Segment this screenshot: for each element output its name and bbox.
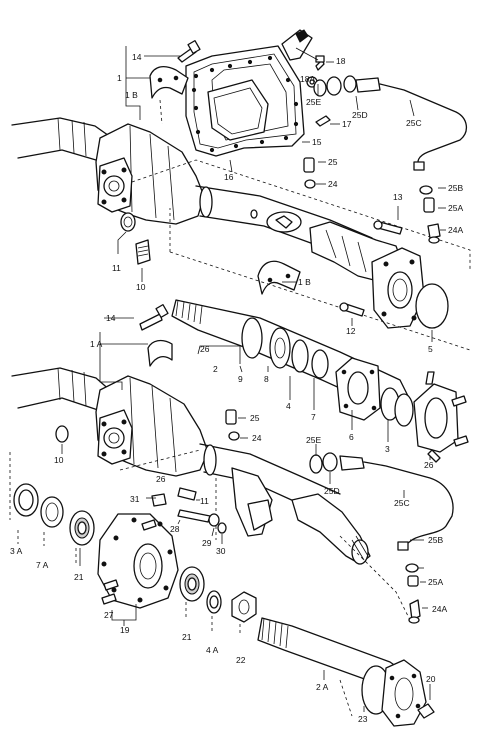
callout-25b-top: 25B: [448, 183, 463, 193]
callout-26-right: 26: [424, 460, 434, 470]
upper-axle-assembly: [11, 117, 471, 351]
callout-16: 16: [224, 172, 234, 182]
callout-10-lower: 10: [54, 455, 64, 465]
callout-5: 5: [428, 344, 433, 354]
callout-1b-mid: 1 B: [298, 277, 311, 287]
callout-26-lower: 26: [156, 474, 166, 484]
callout-25a-top: 25A: [448, 203, 463, 213]
callout-19: 19: [120, 625, 130, 635]
callout-17: 17: [342, 119, 352, 129]
callout-24a-top: 24A: [448, 225, 463, 235]
callout-6: 6: [349, 432, 354, 442]
callout-18a: 18A: [300, 74, 315, 84]
callout-28: 28: [170, 524, 180, 534]
callout-30: 30: [216, 546, 226, 556]
callout-18: 18: [336, 56, 346, 66]
callout-15: 15: [312, 137, 322, 147]
callout-labels: 14 1 1 B 18 18A 25E 25D 25C 17 15 16 25 …: [10, 52, 463, 724]
callout-12: 12: [346, 326, 356, 336]
callout-14-mid: 14: [106, 313, 116, 323]
callout-4a: 4 A: [206, 645, 219, 655]
callout-25d-top: 25D: [352, 110, 368, 120]
callout-13: 13: [393, 192, 403, 202]
callout-2: 2: [213, 364, 218, 374]
callout-1a: 1 A: [90, 339, 103, 349]
cover-and-gasket-group: [185, 29, 313, 157]
upper-small-parts: [120, 55, 467, 317]
callout-27: 27: [104, 610, 114, 620]
callout-25a-lower: 25A: [428, 577, 443, 587]
lower-hub-and-bearings: [13, 483, 257, 634]
drive-shaft-assembly: [139, 299, 469, 463]
callout-11-top: 11: [112, 263, 121, 273]
callout-23: 23: [358, 714, 368, 724]
callout-31: 31: [130, 494, 140, 504]
callout-1b-top: 1 B: [125, 90, 138, 100]
callout-11-lower: 11: [200, 496, 209, 506]
callout-3: 3: [385, 444, 390, 454]
callout-25d-lower: 25D: [324, 486, 340, 496]
callout-21-right: 21: [182, 632, 192, 642]
callout-24-top: 24: [328, 179, 338, 189]
lower-axle-assembly: [9, 367, 454, 624]
callout-26-mid: 26: [200, 344, 210, 354]
callout-8: 8: [264, 374, 269, 384]
callout-7a: 7 A: [36, 560, 49, 570]
callout-25c-lower: 25C: [394, 498, 410, 508]
axle-shaft-2a: [257, 617, 435, 727]
callout-25-top: 25: [328, 157, 338, 167]
callout-14-top: 14: [132, 52, 142, 62]
callout-25b-lower: 25B: [428, 535, 443, 545]
callout-25c-top: 25C: [406, 118, 422, 128]
callout-9: 9: [238, 374, 243, 384]
callout-22: 22: [236, 655, 246, 665]
callout-25e-lower: 25E: [306, 435, 321, 445]
callout-25e-top: 25E: [306, 97, 321, 107]
callout-3a: 3 A: [10, 546, 23, 556]
callout-20: 20: [426, 674, 436, 684]
callout-25-mid: 25: [250, 413, 260, 423]
callout-1: 1: [117, 73, 122, 83]
callout-24-mid: 24: [252, 433, 262, 443]
callout-29: 29: [202, 538, 212, 548]
strap-1-and-bolt-14: [149, 40, 201, 125]
callout-10-top: 10: [136, 282, 146, 292]
callout-2a: 2 A: [316, 682, 329, 692]
callout-24a-lower: 24A: [432, 604, 447, 614]
callout-7: 7: [311, 412, 316, 422]
leader-lines: [61, 46, 446, 712]
callout-21-left: 21: [74, 572, 84, 582]
callout-4: 4: [286, 401, 291, 411]
